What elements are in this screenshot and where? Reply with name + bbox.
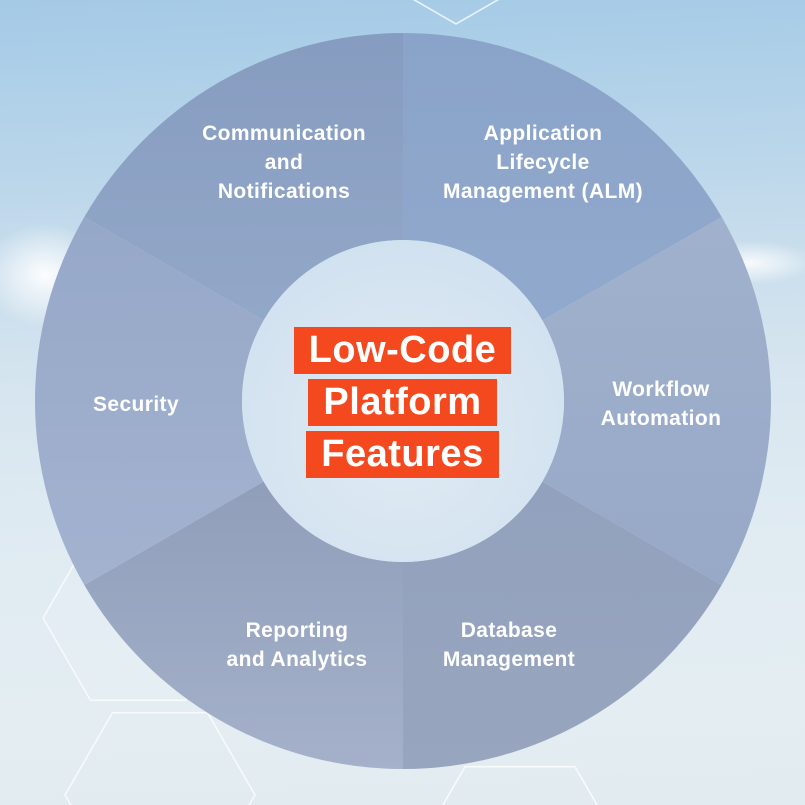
segment-communication-and-notifications (84, 33, 404, 321)
title-line-2: Platform (308, 379, 497, 426)
title-line-3: Features (306, 431, 499, 478)
title-line-1: Low-Code (293, 327, 512, 374)
segment-reporting-and-analytics (84, 481, 404, 769)
hexagon-outline-bottomcenter-icon (441, 765, 599, 805)
hexagon-outline-bottom-icon (64, 711, 256, 805)
diagram-title: Low-Code Platform Features (0, 327, 805, 478)
segment-security (34, 217, 264, 585)
segment-label-reporting: Reporting and Analytics (226, 619, 368, 671)
segment-label-database: Database Management (442, 619, 576, 671)
segment-label-workflow: Workflow Automation (600, 378, 722, 430)
segment-workflow-automation (542, 217, 772, 585)
segment-application-lifecycle-management (403, 33, 722, 321)
hexagon-outline-top-icon (412, 0, 500, 25)
segment-label-security: Security (92, 393, 180, 416)
segment-label-alm: Application Lifecycle Management (ALM) (442, 122, 644, 203)
segment-label-communication: Communication and Notifications (202, 122, 366, 203)
segment-database-management (403, 481, 722, 769)
